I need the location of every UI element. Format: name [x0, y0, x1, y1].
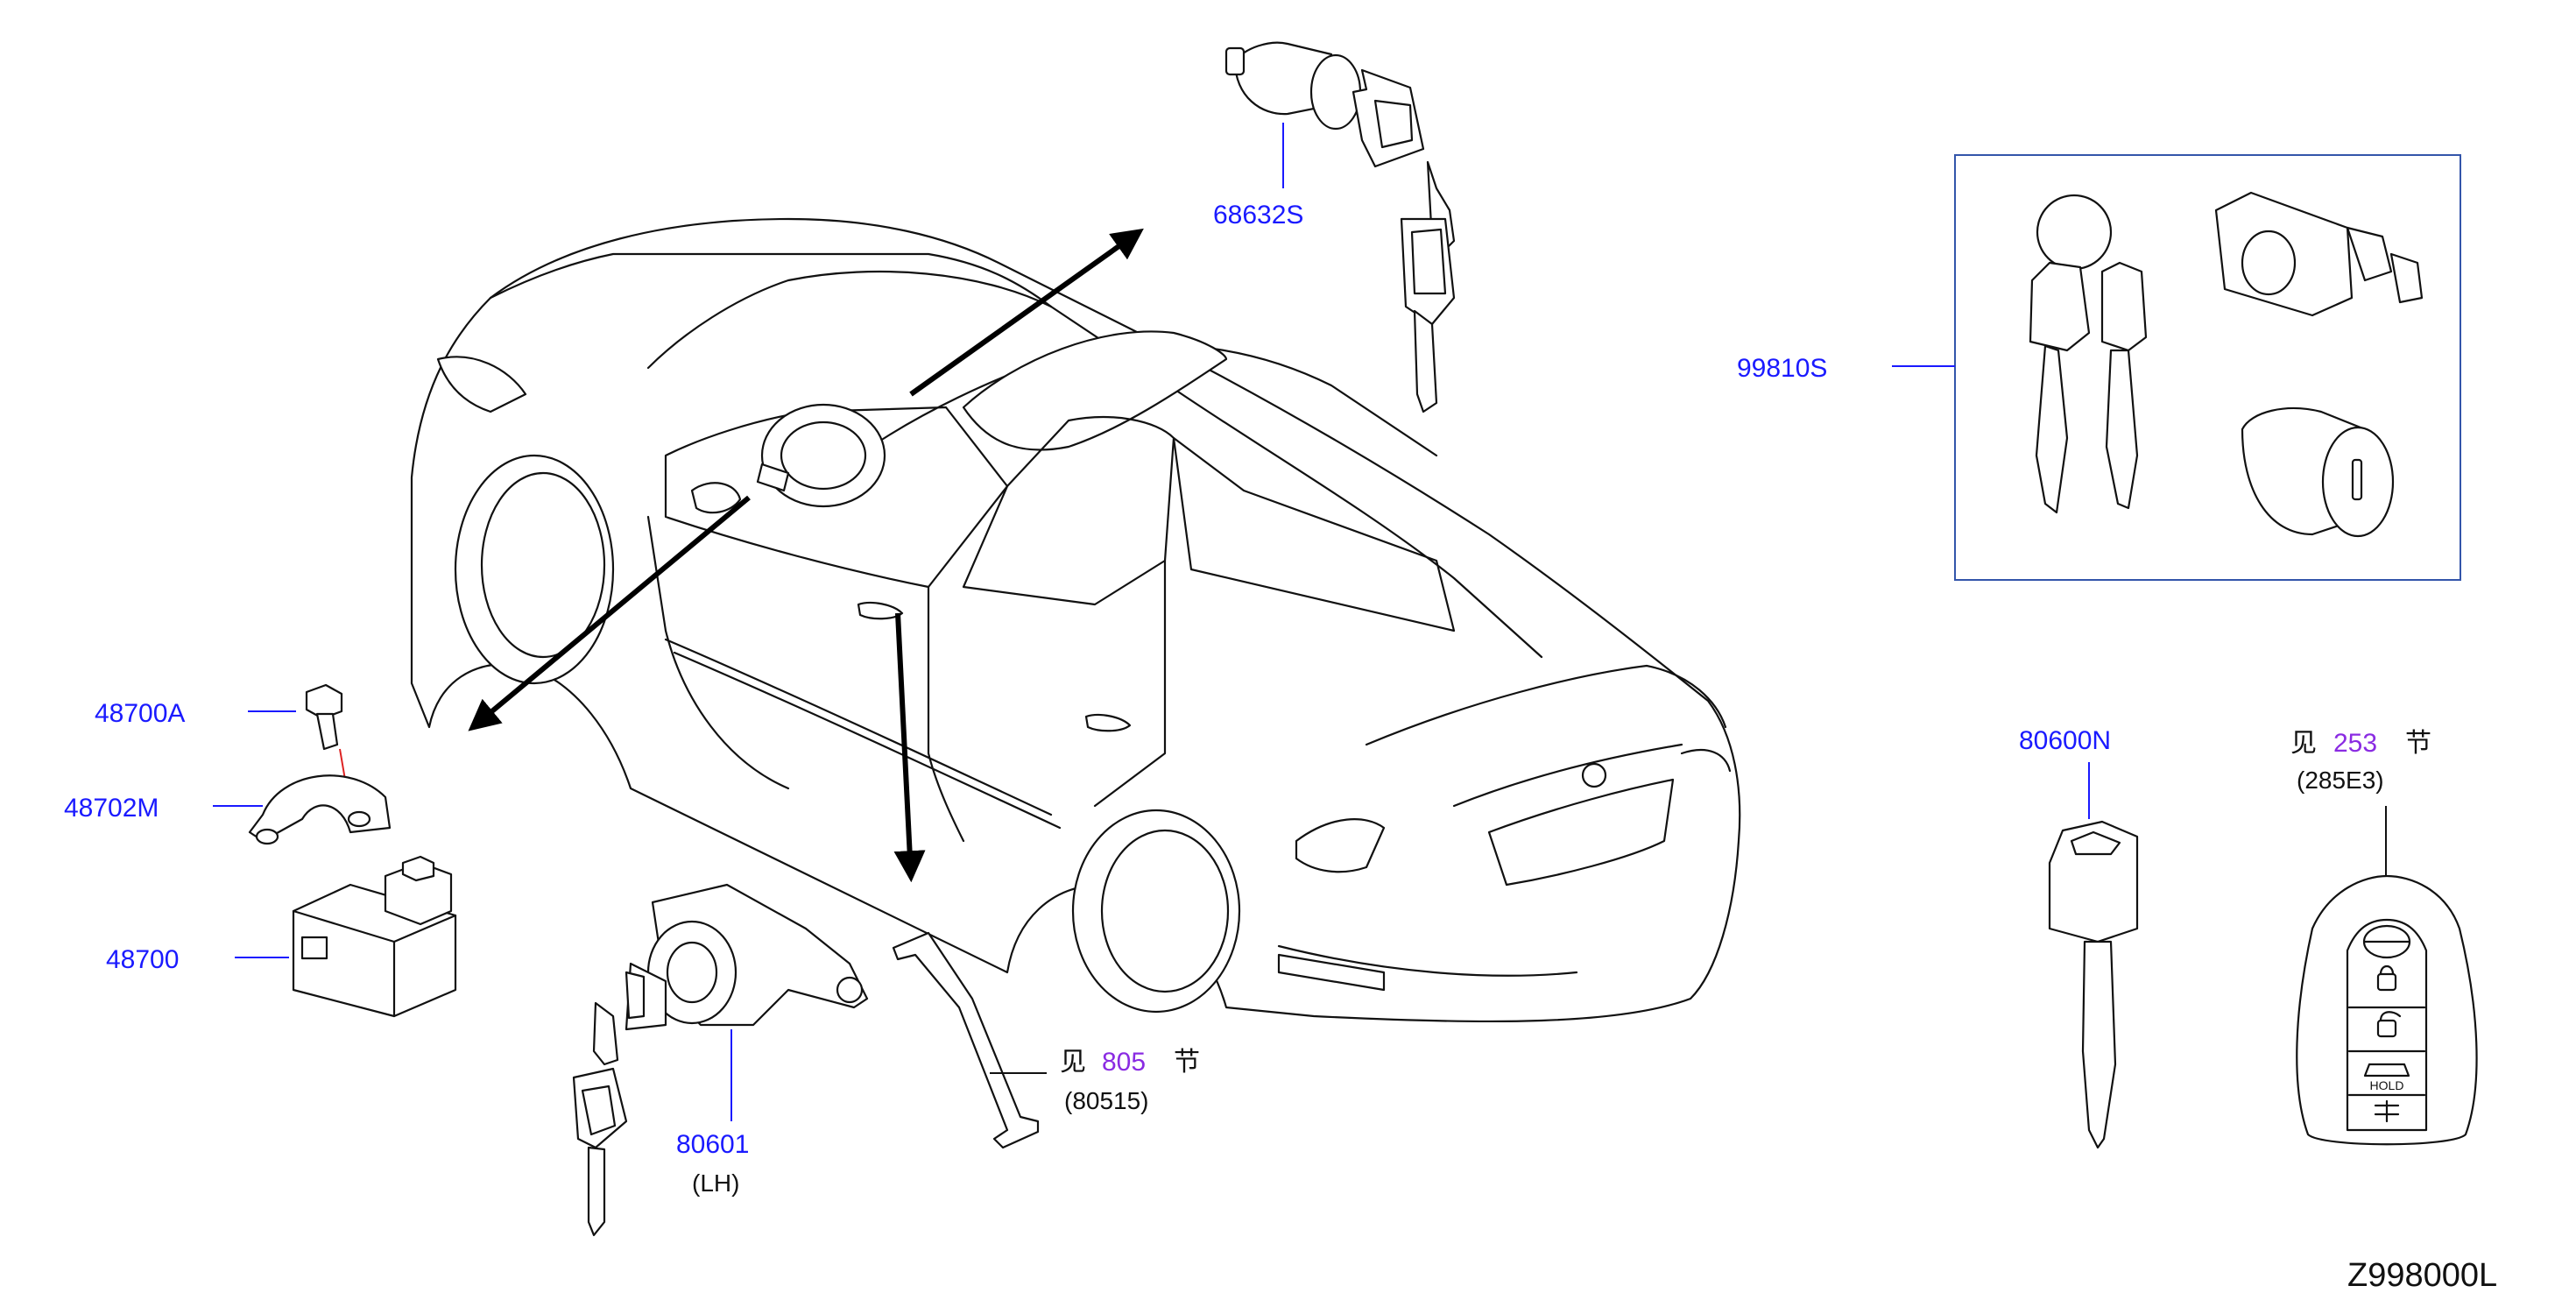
ref805-sub: (80515)	[1064, 1087, 1149, 1114]
bolt-part	[305, 683, 343, 751]
ref805-number[interactable]: 805	[1102, 1048, 1146, 1077]
label-48700A: 48700A	[95, 699, 185, 728]
ref805-prefix: 见	[1060, 1047, 1086, 1077]
label-68632S: 68632S	[1213, 201, 1303, 230]
ref253-suffix: 节	[2405, 728, 2431, 759]
key-blank-part	[2048, 820, 2139, 1149]
label-80601: 80601	[676, 1130, 749, 1159]
glove-box-lock-part	[1224, 41, 1456, 413]
direction-arrows	[468, 228, 1144, 883]
label-99810S: 99810S	[1737, 354, 1827, 383]
diagram-code: Z998000L	[2347, 1257, 2497, 1294]
steering-lock-unit	[292, 855, 457, 1018]
ref253-prefix: 见	[2290, 728, 2317, 759]
door-lock-cylinder-part	[572, 883, 869, 1237]
smart-key-fob: HOLD	[2296, 874, 2478, 1146]
key-set-illustration	[2029, 191, 2424, 538]
car-illustration	[410, 217, 1741, 1023]
key-set-box	[1954, 154, 2461, 581]
label-48702M: 48702M	[64, 794, 159, 823]
clamp-part	[248, 774, 392, 845]
label-48700: 48700	[106, 945, 179, 974]
rod-part	[892, 931, 1040, 1149]
ref253-number[interactable]: 253	[2333, 729, 2377, 758]
ref805-suffix: 节	[1174, 1047, 1200, 1077]
label-80601-side: (LH)	[692, 1169, 739, 1197]
label-80600N: 80600N	[2019, 726, 2111, 755]
fob-hold-label: HOLD	[2370, 1078, 2404, 1092]
ref253-sub: (285E3)	[2297, 767, 2384, 794]
